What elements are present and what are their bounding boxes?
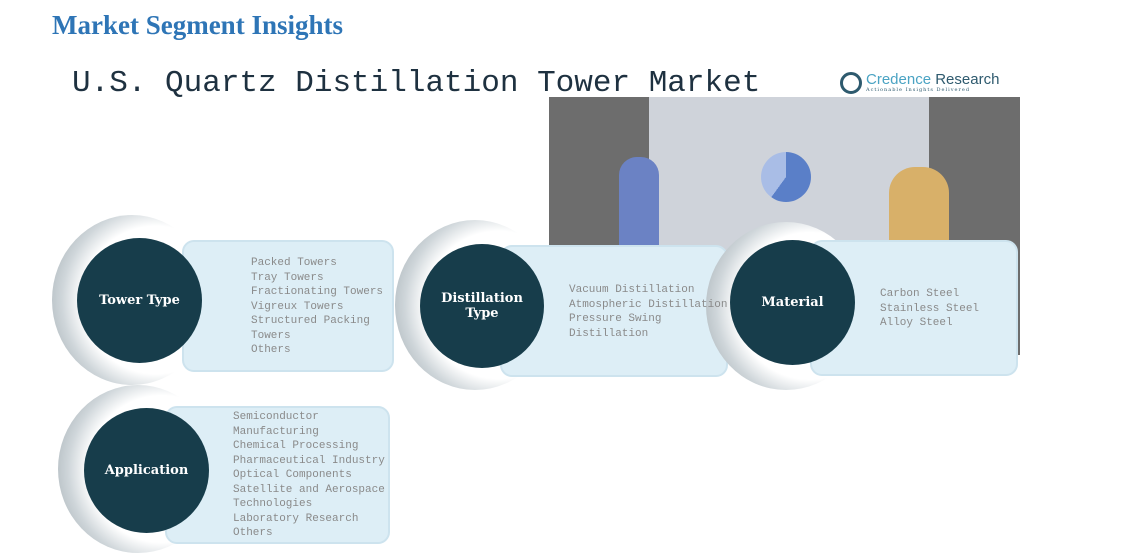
list-item: Towers bbox=[251, 329, 291, 342]
segment-label-tower-type: Tower Type bbox=[77, 238, 202, 363]
list-item: Technologies bbox=[233, 498, 313, 510]
list-item: Structured Packing bbox=[251, 315, 370, 327]
list-item: Tray Towers bbox=[251, 271, 324, 284]
section-heading: Market Segment Insights bbox=[52, 10, 343, 40]
list-item: Pressure Swing bbox=[569, 313, 662, 325]
list-item: Packed Towers bbox=[251, 257, 337, 269]
list-item: Laboratory Research bbox=[233, 512, 359, 525]
logo-brand-2: Research bbox=[931, 71, 1000, 88]
logo-brand: Credence bbox=[866, 71, 932, 88]
segment-card-tower-type bbox=[182, 240, 394, 372]
page-title: U.S. Quartz Distillation Tower Market bbox=[72, 66, 761, 101]
list-item: Alloy Steel bbox=[880, 317, 953, 329]
list-item: Semiconductor bbox=[233, 411, 319, 423]
list-item: Atmospheric Distillation bbox=[569, 298, 728, 311]
logo-icon bbox=[840, 72, 862, 94]
list-item: Stainless Steel bbox=[880, 302, 980, 315]
list-item: Vigreux Towers bbox=[251, 300, 344, 313]
list-item: Pharmaceutical Industry bbox=[233, 454, 385, 467]
list-item: Chemical Processing bbox=[233, 440, 359, 452]
list-item: Others bbox=[233, 527, 273, 539]
segment-label-material: Material bbox=[730, 240, 855, 365]
list-item: Others bbox=[251, 344, 291, 356]
list-item: Distillation bbox=[569, 327, 649, 340]
segment-label-application: Application bbox=[84, 408, 209, 533]
list-item: Satellite and Aerospace bbox=[233, 483, 385, 496]
list-item: Fractionating Towers bbox=[251, 286, 384, 298]
logo-tagline: Actionable Insights Delivered bbox=[866, 87, 971, 93]
logo: Credence Research Actionable Insights De… bbox=[840, 72, 999, 94]
segment-label-distillation-type: Distillation Type bbox=[420, 244, 544, 368]
list-item: Optical Components bbox=[233, 469, 352, 481]
list-item: Vacuum Distillation bbox=[569, 284, 695, 296]
list-item: Carbon Steel bbox=[880, 288, 960, 300]
list-item: Manufacturing bbox=[233, 425, 319, 438]
